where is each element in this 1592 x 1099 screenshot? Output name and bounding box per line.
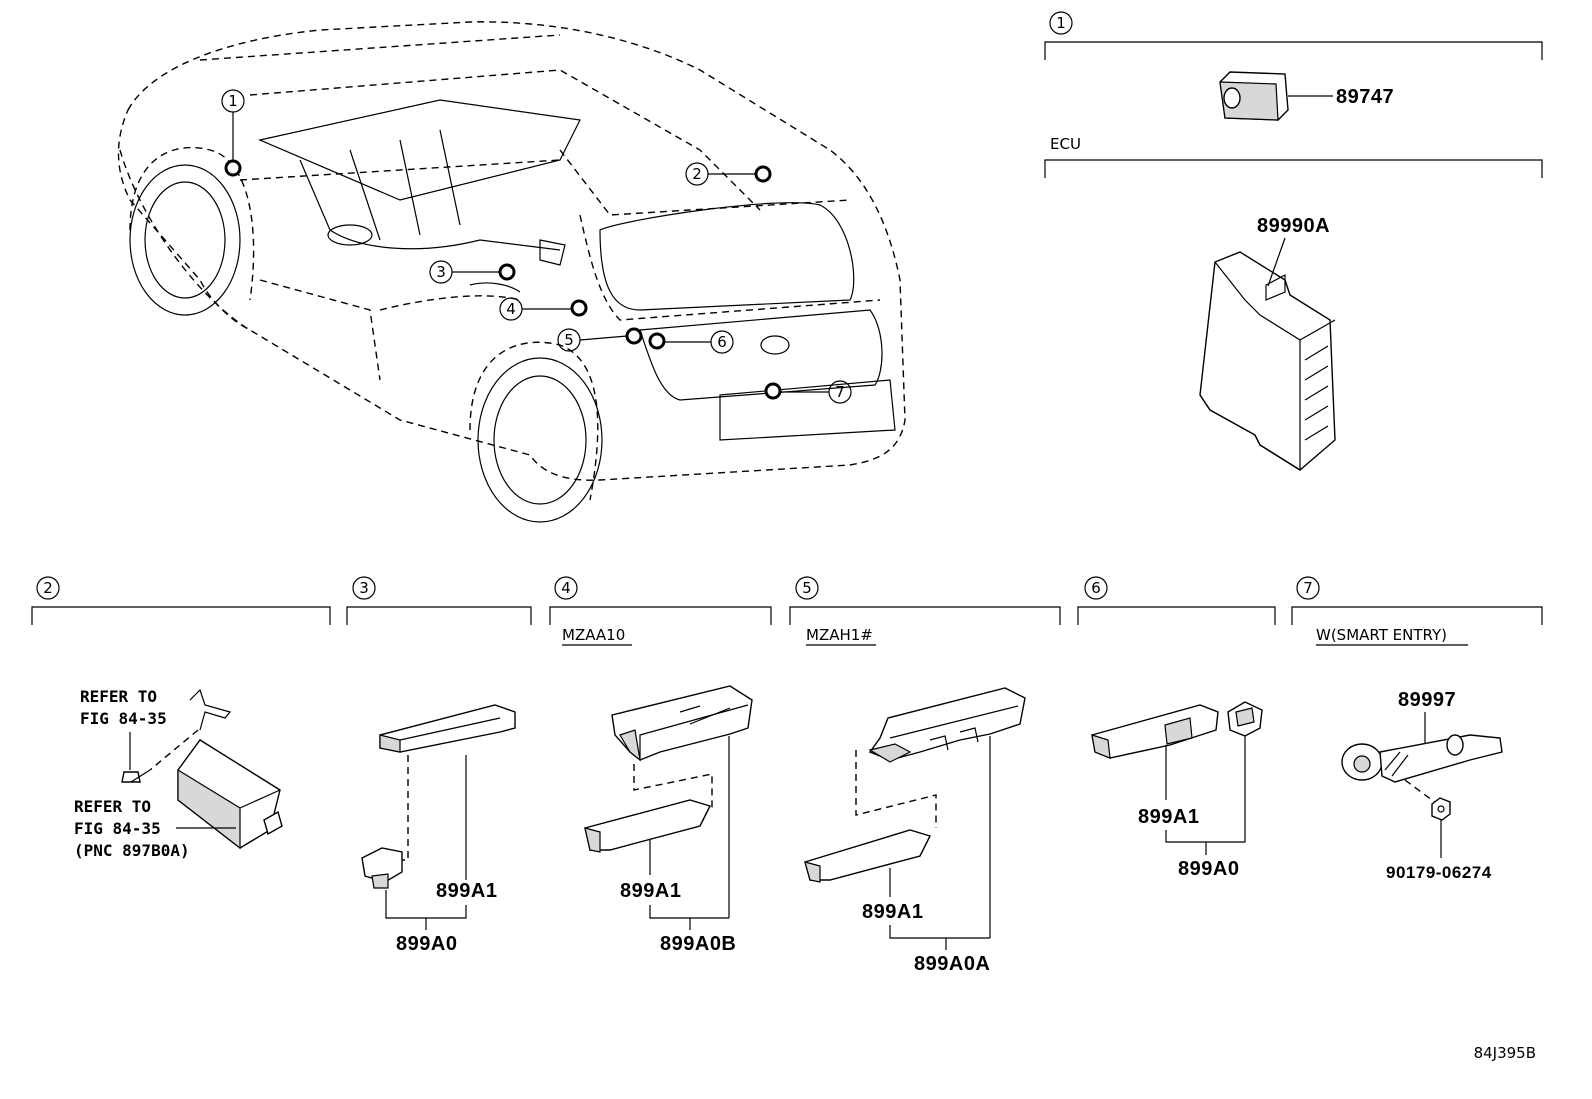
antenna-899A1-drawing-s5 — [804, 829, 931, 883]
vehicle-illustration — [117, 21, 906, 523]
svg-text:2: 2 — [43, 579, 53, 597]
section-4: 4 MZAA10 899A1 899A0B — [549, 576, 772, 955]
part-number-899A1-s3: 899A1 — [436, 880, 497, 902]
refer-note-2-line3: (PNC 897B0A) — [74, 841, 190, 860]
svg-text:1: 1 — [1056, 14, 1066, 32]
svg-text:2: 2 — [692, 165, 702, 183]
part-number-899A0-s3: 899A0 — [396, 933, 457, 955]
ecu-drawing — [1199, 251, 1336, 472]
svg-text:6: 6 — [1091, 579, 1101, 597]
svg-text:4: 4 — [506, 300, 516, 318]
antenna-899A1-drawing-s6 — [1091, 704, 1219, 759]
vehicle-callout-2: 2 — [685, 162, 772, 186]
vehicle-callout-7: 7 — [764, 380, 852, 404]
part-number-90179-06274: 90179-06274 — [1386, 863, 1492, 882]
condition-label-s4: MZAA10 — [562, 626, 625, 644]
condition-label-s7: W(SMART ENTRY) — [1316, 626, 1447, 644]
antenna-89997-drawing — [1341, 734, 1503, 783]
section-5: 5 MZAH1# 899A1 899A0A — [789, 576, 1061, 975]
svg-text:5: 5 — [564, 331, 574, 349]
condition-label-s5: MZAH1# — [806, 626, 873, 644]
bracket-899A0B-drawing — [611, 685, 753, 762]
svg-text:7: 7 — [835, 383, 845, 401]
vehicle-callout-1: 1 — [221, 89, 245, 177]
refer-note-1-line1: REFER TO — [80, 687, 157, 706]
part-number-899A0-s6: 899A0 — [1178, 858, 1239, 880]
vehicle-callouts: 1 2 3 4 5 — [221, 89, 852, 404]
svg-text:3: 3 — [359, 579, 369, 597]
ecu-group-label: ECU — [1050, 135, 1081, 153]
svg-text:7: 7 — [1303, 579, 1313, 597]
part-number-89747: 89747 — [1336, 86, 1394, 108]
bolt-drawing — [121, 769, 151, 783]
antenna-899A1-drawing-s4 — [584, 799, 711, 853]
figure-id: 84J395B — [1474, 1044, 1536, 1062]
part-number-899A1-s6: 899A1 — [1138, 806, 1199, 828]
vehicle-callout-6: 6 — [648, 330, 734, 354]
clip-899A0-drawing-s6 — [1227, 701, 1263, 737]
vehicle-callout-4: 4 — [499, 297, 588, 321]
vehicle-callout-3: 3 — [429, 260, 516, 284]
part-89747-drawing — [1219, 71, 1289, 121]
bracket-899A0A-drawing — [868, 687, 1026, 763]
section-6: 6 899A1 899A0 — [1077, 576, 1276, 880]
part-number-899A1-s4: 899A1 — [620, 880, 681, 902]
refer-note-1-line2: FIG 84-35 — [80, 709, 167, 728]
part-number-899A0A: 899A0A — [914, 953, 990, 975]
svg-text:4: 4 — [561, 579, 571, 597]
section-1: 1 89747 ECU 89990A — [1044, 11, 1543, 472]
section-2: 2 REFER TO FIG 84-35 REFER TO FIG 84-35 … — [31, 576, 331, 860]
part-number-899A0B: 899A0B — [660, 933, 736, 955]
svg-text:5: 5 — [802, 579, 812, 597]
refer-note-2-line2: FIG 84-35 — [74, 819, 161, 838]
section-7: 7 W(SMART ENTRY) 89997 90179-06274 — [1291, 576, 1543, 882]
antenna-899A1-drawing-s3 — [379, 704, 516, 753]
vehicle-callout-5: 5 — [557, 327, 643, 352]
svg-text:3: 3 — [436, 263, 446, 281]
svg-text:1: 1 — [228, 92, 238, 110]
sensor-module-drawing — [177, 739, 283, 850]
refer-note-2-line1: REFER TO — [74, 797, 151, 816]
bracket-drawing — [149, 688, 232, 771]
part-number-89997: 89997 — [1398, 689, 1456, 711]
svg-text:6: 6 — [717, 333, 727, 351]
clip-899A0-drawing-s3 — [361, 847, 403, 889]
section-3: 3 899A1 899A0 — [346, 576, 532, 955]
part-number-89990A: 89990A — [1257, 215, 1330, 237]
part-number-899A1-s5: 899A1 — [862, 901, 923, 923]
nut-90179-06274-drawing — [1431, 797, 1451, 821]
